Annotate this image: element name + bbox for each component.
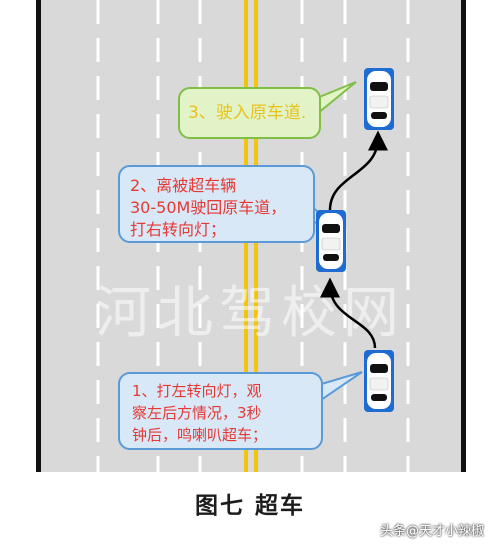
step-2-line: 30-50M驶回原车道， (130, 198, 287, 217)
step-2-line: 打右转向灯； (130, 220, 227, 239)
road-edge-right (461, 0, 466, 472)
step-1-line: 察左后方情况，3秒 (132, 404, 262, 422)
step-2-bubble: 2、离被超车辆 30-50M驶回原车道， 打右转向灯； (118, 165, 315, 243)
step-2-line: 2、离被超车辆 (130, 176, 237, 195)
step-1-line: 1、打左转向灯，观 (132, 382, 262, 400)
step-3-bubble: 3、驶入原车道. (178, 87, 321, 139)
return-path-arrow (328, 130, 388, 211)
step-1-line: 钟后，鸣喇叭超车； (132, 426, 268, 444)
road-edge-left (36, 0, 41, 472)
step-1-bubble: 1、打左转向灯，观 察左后方情况，3秒 钟后，鸣喇叭超车； (118, 372, 323, 450)
footer-watermark: 头条@天才小辣椒 (380, 524, 485, 539)
car-middle (316, 210, 346, 272)
overtake-path-arrow (320, 277, 377, 349)
background-watermark: 河北驾校网 (95, 281, 405, 346)
step-3-text: 3、驶入原车道. (188, 103, 307, 123)
figure-caption: 图七 超车 (194, 493, 305, 519)
car-start (364, 350, 394, 412)
car-final (364, 68, 394, 130)
